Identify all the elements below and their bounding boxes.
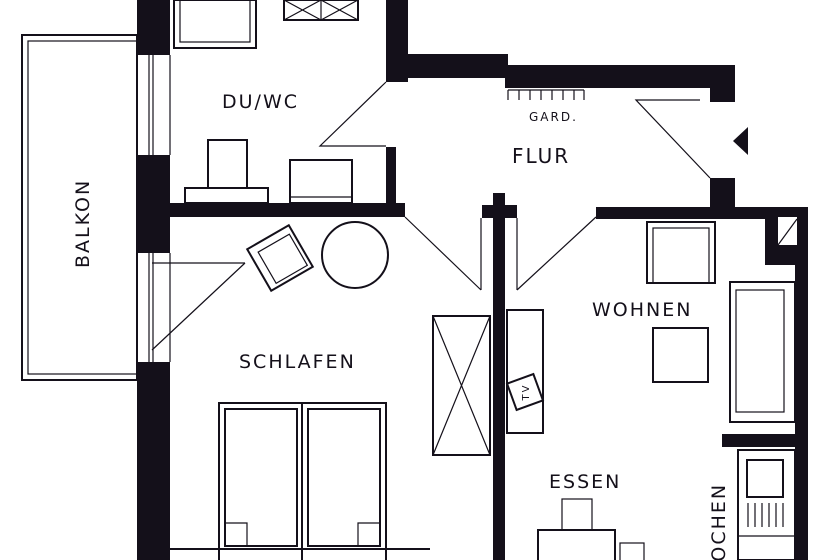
entrance-arrow-icon <box>733 127 748 155</box>
tv-label: TV <box>521 384 532 402</box>
room-label-dining: ESSEN <box>549 471 621 493</box>
room-label-balcony: BALKON <box>72 179 94 268</box>
windows <box>148 55 518 362</box>
bathroom-fixtures <box>173 0 585 204</box>
doors <box>151 81 748 351</box>
room-label-bedroom: SCHLAFEN <box>239 351 356 373</box>
living-furniture: TV <box>505 221 796 560</box>
room-label-bathroom: DU/WC <box>222 91 299 113</box>
room-label-living: WOHNEN <box>592 299 692 321</box>
room-label-wardrobe: GARD. <box>529 110 578 124</box>
walls <box>137 0 808 560</box>
room-label-kitchen: KOCHEN <box>708 483 730 560</box>
wardrobe-rail <box>507 89 585 100</box>
bedroom-furniture <box>170 221 491 560</box>
room-label-hallway: FLUR <box>512 144 570 168</box>
